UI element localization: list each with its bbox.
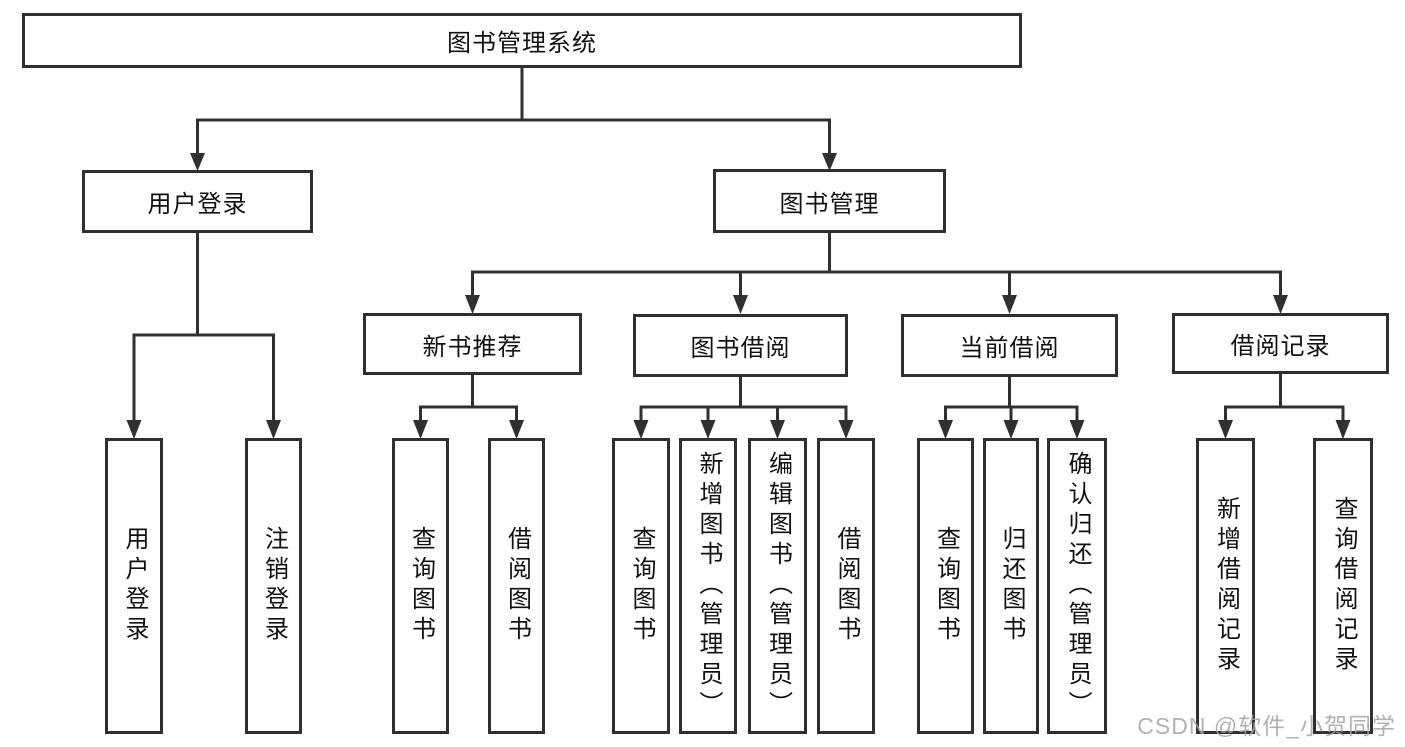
leaf-label: 注销登录 bbox=[260, 526, 288, 646]
leaf-label: 借阅图书 bbox=[833, 526, 860, 646]
leaf-label: 查询借阅记录 bbox=[1330, 496, 1357, 676]
node-new-book-recommend: 新书推荐 bbox=[363, 313, 582, 375]
leaf-query-books-recommend: 查询图书 bbox=[392, 438, 449, 734]
leaf-label: 查询图书 bbox=[628, 526, 655, 646]
node-root-system: 图书管理系统 bbox=[22, 13, 1022, 68]
leaf-label: 查询图书 bbox=[407, 526, 435, 646]
node-label: 图书管理 bbox=[779, 190, 880, 218]
node-borrowing-records: 借阅记录 bbox=[1172, 313, 1389, 374]
node-label: 借阅记录 bbox=[1230, 333, 1331, 360]
node-label: 新书推荐 bbox=[422, 333, 523, 361]
leaf-return-book: 归还图书 bbox=[983, 438, 1039, 734]
leaf-add-borrow-record: 新增借阅记录 bbox=[1196, 438, 1255, 734]
leaf-label: 确认归还（管理员） bbox=[1064, 451, 1091, 721]
leaf-query-books-borrow: 查询图书 bbox=[612, 438, 670, 734]
leaf-label: 编辑图书（管理员） bbox=[764, 451, 792, 721]
node-book-borrowing: 图书借阅 bbox=[633, 314, 848, 377]
leaf-label: 查询图书 bbox=[932, 526, 960, 646]
leaf-borrow-books: 借阅图书 bbox=[817, 438, 875, 734]
leaf-borrow-books-recommend: 借阅图书 bbox=[488, 438, 545, 734]
node-label: 用户登录 bbox=[147, 191, 248, 218]
leaf-logout: 注销登录 bbox=[245, 438, 302, 734]
leaf-label: 归还图书 bbox=[998, 526, 1025, 646]
leaf-query-books-current: 查询图书 bbox=[917, 438, 974, 734]
leaf-user-login: 用户登录 bbox=[105, 438, 163, 734]
node-book-management: 图书管理 bbox=[713, 169, 946, 233]
node-label: 图书借阅 bbox=[690, 335, 791, 362]
leaf-add-book-admin: 新增图书（管理员） bbox=[679, 438, 737, 734]
node-user-login: 用户登录 bbox=[82, 170, 313, 233]
leaf-edit-book-admin: 编辑图书（管理员） bbox=[748, 438, 807, 734]
leaf-label: 用户登录 bbox=[121, 526, 148, 646]
node-label: 当前借阅 bbox=[959, 335, 1060, 362]
node-current-borrowing: 当前借阅 bbox=[901, 314, 1118, 377]
leaf-confirm-return-admin: 确认归还（管理员） bbox=[1047, 438, 1107, 734]
leaf-label: 新增图书（管理员） bbox=[695, 451, 722, 721]
leaf-query-borrow-record: 查询借阅记录 bbox=[1313, 438, 1373, 734]
node-label: 图书管理系统 bbox=[447, 30, 597, 57]
csdn-watermark: CSDN @软件_小贺同学 bbox=[1137, 713, 1396, 739]
leaf-label: 借阅图书 bbox=[503, 526, 531, 646]
leaf-label: 新增借阅记录 bbox=[1212, 496, 1240, 676]
